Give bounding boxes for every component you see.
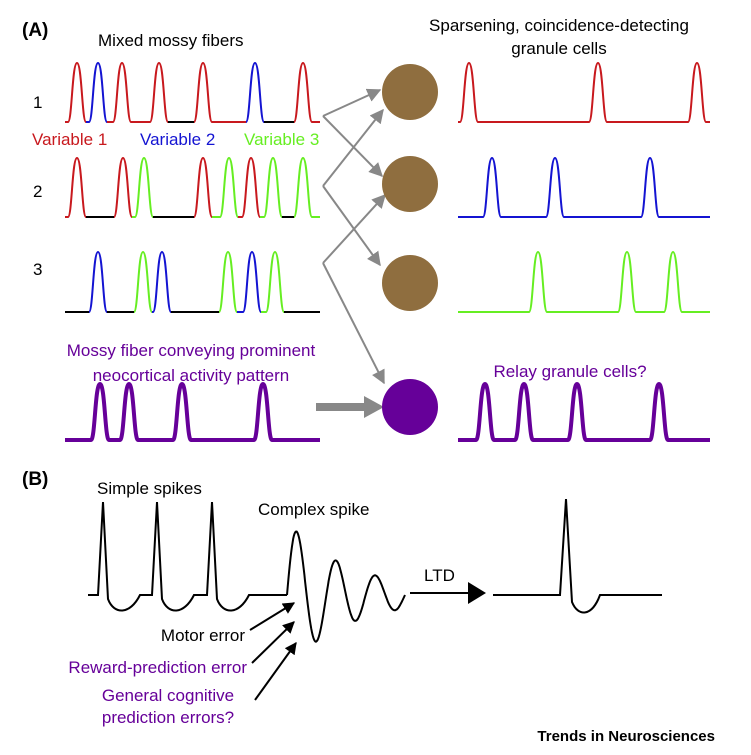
granule-output-row2 (458, 157, 710, 218)
mossy-row1-part-6 (193, 62, 213, 123)
neocortical-label-line2: neocortical activity pattern (93, 366, 290, 385)
granule-output-row1 (458, 62, 710, 123)
granule-output-trains (458, 62, 710, 442)
variable-3-label: Variable 3 (244, 130, 319, 149)
row-label-3: 3 (33, 260, 42, 279)
ltd-label: LTD (424, 566, 455, 585)
thick-arrow-shaft (316, 403, 366, 411)
mossy-fibers-title: Mixed mossy fibers (98, 31, 243, 50)
mossy-row2-part-11 (293, 157, 313, 218)
mossy-row2-part-9 (260, 157, 283, 218)
mossy-row2-part-6 (193, 157, 213, 218)
ltd-arrow (410, 582, 486, 604)
mossy-row1-part-4 (131, 62, 169, 123)
mossy-row1-part-2 (86, 62, 108, 123)
arrow-row3-to-cell2 (322, 193, 386, 264)
ltd-arrow-head (468, 582, 486, 604)
row-label-1: 1 (33, 93, 42, 112)
granule-cell-2 (382, 156, 438, 212)
mossy-row1-part-3 (107, 62, 132, 123)
granule-cell-1 (382, 64, 438, 120)
cognitive-error-label-line1: General cognitive (102, 686, 234, 705)
journal-footer: Trends in Neurosciences (537, 728, 715, 745)
post-ltd-trace (493, 498, 662, 614)
granule-cells-title-line2: granule cells (511, 39, 606, 58)
row-label-2: 2 (33, 182, 42, 201)
mossy-row4-part-3 (109, 382, 140, 442)
cognitive-error-arrow (254, 642, 297, 701)
variable-1-label: Variable 1 (32, 130, 107, 149)
motor-error-arrow (249, 602, 296, 631)
granule-cells-title-line1: Sparsening, coincidence-detecting (429, 16, 689, 35)
mossy-row4-part-2 (89, 382, 111, 442)
mossy-row3-part-9 (261, 251, 285, 313)
arrow-row2-to-cell1 (322, 108, 384, 187)
mossy-row4-part-5 (191, 382, 274, 442)
thick-arrow-head (364, 396, 384, 418)
panel-a-label: (A) (22, 20, 48, 41)
relay-granule-cell (382, 379, 438, 435)
panel-b-label: (B) (22, 469, 48, 490)
arrow-row3-to-relay (322, 262, 385, 385)
granule-output-row3 (458, 251, 710, 313)
arrow-row1-to-cell1 (322, 88, 382, 117)
arrow-row1-to-cell2 (322, 115, 383, 177)
mossy-row2-part-4 (132, 157, 154, 218)
mossy-row1-part-8 (245, 62, 265, 123)
mossy-fiber-trains (65, 62, 320, 442)
variable-2-label: Variable 2 (140, 130, 215, 149)
mossy-row2-part-3 (113, 157, 133, 218)
mossy-row1-part-1 (65, 62, 87, 123)
motor-error-label: Motor error (161, 626, 245, 645)
mossy-row3-part-5 (152, 251, 172, 313)
cognitive-error-label-line2: prediction errors? (102, 708, 234, 727)
granule-output-row4 (458, 382, 710, 442)
arrow-row2-to-cell3 (322, 185, 381, 267)
mossy-row2-part-8 (238, 157, 261, 218)
mossy-row2-part-7 (212, 157, 239, 218)
simple-spikes-label: Simple spikes (97, 479, 202, 498)
relay-granule-label: Relay granule cells? (493, 362, 646, 381)
mossy-row1-part-10 (293, 62, 313, 123)
mossy-row3-part-8 (237, 251, 262, 313)
mossy-row3-part-7 (218, 251, 238, 313)
complex-spike-trace (286, 530, 406, 643)
granule-cell-3 (382, 255, 438, 311)
mossy-row4-part-4 (138, 382, 193, 442)
mossy-row2-part-1 (65, 157, 87, 218)
neocortical-label-line1: Mossy fiber conveying prominent (67, 341, 316, 360)
mossy-row3-part-2 (88, 251, 108, 313)
reward-prediction-error-label: Reward-prediction error (68, 658, 247, 677)
projection-arrows (322, 88, 386, 385)
reward-error-arrow (251, 621, 295, 664)
simple-spikes-trace (88, 501, 287, 612)
error-arrows (249, 602, 297, 701)
complex-spike-label: Complex spike (258, 500, 370, 519)
thick-relay-arrow (316, 396, 384, 418)
mossy-row3-part-4 (133, 251, 153, 313)
